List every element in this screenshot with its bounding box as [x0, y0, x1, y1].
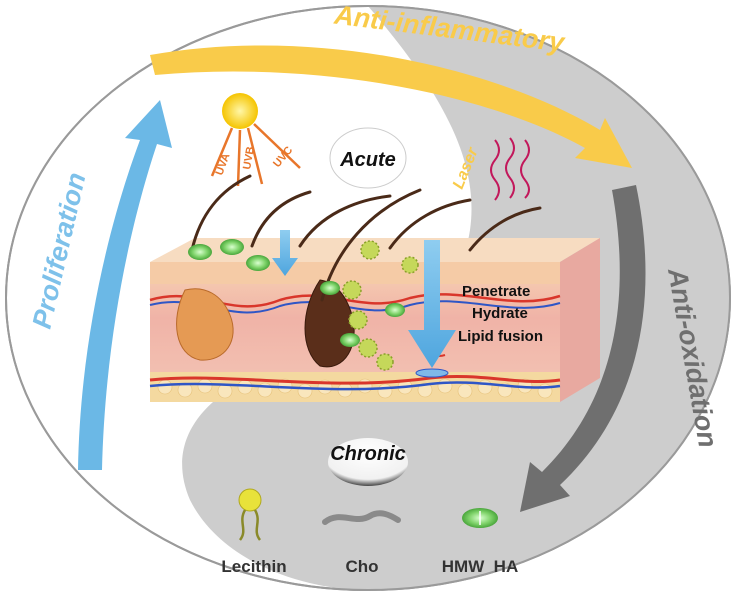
- lecithin-vesicles: [342, 240, 419, 371]
- legend-lecithin: Lecithin: [221, 557, 286, 576]
- legend: Lecithin Cho HMW HA: [221, 488, 518, 576]
- laser-rays: [490, 137, 530, 201]
- mechanism-lipid-fusion: Lipid fusion: [458, 328, 543, 345]
- anti-inflammatory-arrow: [150, 45, 632, 169]
- penetrate-arrow-large: [408, 240, 456, 368]
- anti-oxidation-arrow: [520, 185, 646, 512]
- legend-cho: Cho: [345, 557, 378, 576]
- acute-bubble: Acute: [329, 127, 407, 189]
- chronic-bubble: Chronic: [328, 438, 408, 486]
- legend-hmw-ha: HMW HA: [442, 557, 518, 576]
- penetrate-arrow-small: [272, 230, 298, 276]
- hmw-ha-icon: [462, 508, 498, 528]
- chronic-label: Chronic: [330, 443, 406, 465]
- cho-icon: [322, 510, 401, 525]
- mechanism-penetrate: Penetrate: [462, 283, 530, 300]
- uvb-label: UVB: [241, 146, 257, 171]
- ha-particles: [188, 239, 405, 347]
- sun-icon: [222, 93, 258, 129]
- lecithin-icon: [238, 488, 262, 541]
- acute-label: Acute: [339, 149, 396, 171]
- uv-rays: [210, 123, 301, 187]
- proliferation-arrow: [78, 100, 172, 470]
- mechanism-hydrate: Hydrate: [472, 305, 528, 322]
